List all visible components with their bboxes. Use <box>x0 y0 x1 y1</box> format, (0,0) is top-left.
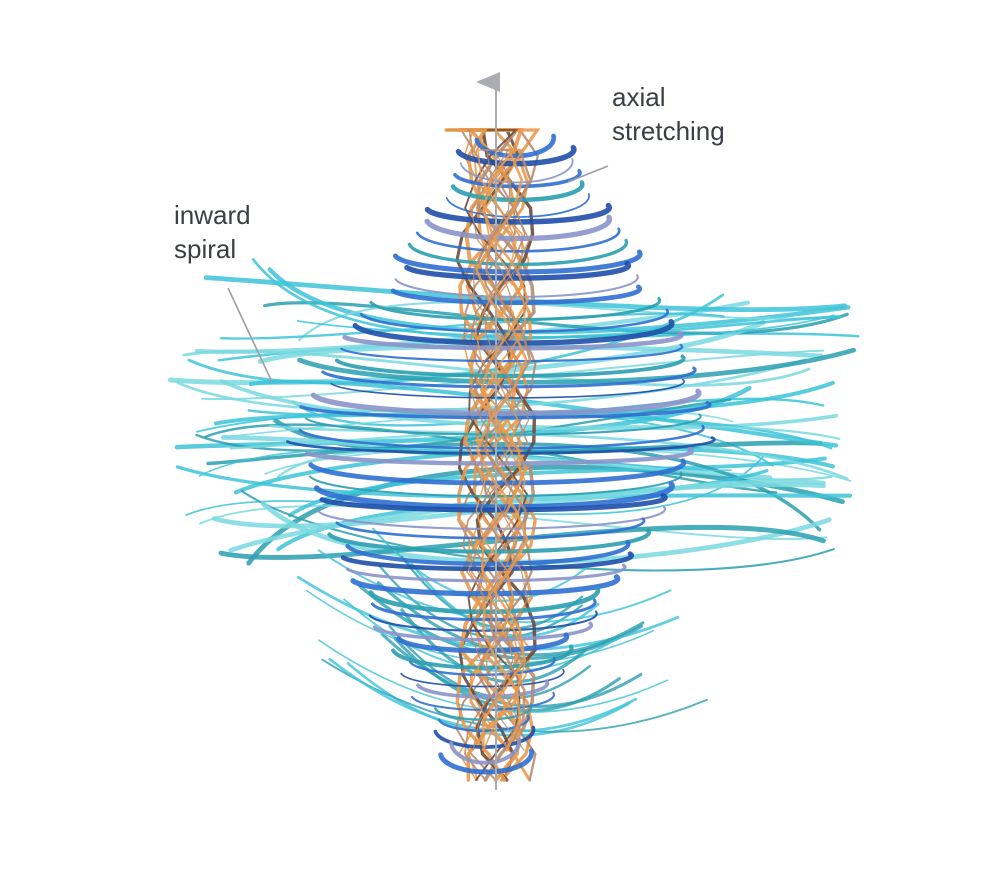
spiral-ring <box>298 424 705 450</box>
core-strand-front <box>468 149 519 751</box>
spiral-ring <box>359 308 670 333</box>
spiral-ring <box>304 447 695 466</box>
spiral-ring <box>305 413 702 436</box>
spiral-ring <box>335 517 646 540</box>
inward-label-line1: inward <box>174 200 251 230</box>
spiral-ring <box>308 458 687 486</box>
outer-streamline <box>248 379 839 448</box>
core-strand-front <box>480 149 530 751</box>
spiral-ring <box>404 260 632 281</box>
spiral-ring <box>319 493 668 513</box>
axial-label-line1: axial <box>612 82 665 112</box>
spiral-ring <box>368 586 601 615</box>
spiral-ring <box>400 668 565 688</box>
spiral-ring <box>313 481 675 510</box>
spiral-ring <box>369 296 662 322</box>
spiral-ring <box>335 354 686 378</box>
spiral-ring <box>445 193 591 218</box>
spiral-ring <box>424 202 613 225</box>
spiral-ring <box>286 436 716 455</box>
spiral-ring <box>437 714 530 732</box>
spiral-ring <box>299 401 712 420</box>
spiral-ring <box>350 574 621 597</box>
core-strand-front <box>481 149 527 751</box>
outer-streamline <box>176 358 807 412</box>
spiral-ring <box>415 227 621 253</box>
spiral-ring <box>433 725 536 749</box>
axial-label-line2: stretching <box>612 116 725 146</box>
outer-streamline <box>298 301 840 342</box>
outer-streamline <box>195 398 732 452</box>
spiral-ring <box>340 343 684 363</box>
spiral-ring <box>352 318 675 346</box>
spiral-ring <box>308 471 683 498</box>
spiral-ring <box>390 284 643 305</box>
core-strand-front <box>467 149 515 751</box>
core-strand-front <box>468 149 520 751</box>
axial-stretching-label: axial stretching <box>612 82 725 146</box>
spiral-ring <box>327 528 651 554</box>
spiral-ring <box>434 703 533 721</box>
spiral-ring <box>407 238 629 267</box>
core-strand-front <box>479 148 530 752</box>
spiral-ring <box>310 388 702 417</box>
core-strand-front <box>474 148 529 752</box>
spiral-ring <box>410 691 555 711</box>
spiral-ring <box>438 748 534 775</box>
lower-streamline <box>306 589 655 664</box>
spiral-ring <box>342 330 684 351</box>
spiral-ring <box>391 644 574 670</box>
spiral-ring <box>317 506 667 530</box>
spiral-ring <box>346 563 627 583</box>
core-streamlines-front <box>467 148 532 752</box>
inward-spiral-label: inward spiral <box>174 200 251 264</box>
outer-streamline <box>297 347 857 385</box>
spiral-ring <box>450 180 585 203</box>
lower-streamline <box>346 662 631 737</box>
spiral-ring <box>449 737 522 765</box>
outer-streamline <box>219 379 839 431</box>
spiral-ring <box>394 274 639 298</box>
spiral-ring <box>321 366 697 389</box>
inward-label-line2: spiral <box>174 234 236 264</box>
spiral-ring <box>392 249 643 275</box>
spiral-ring <box>416 679 550 699</box>
axial-leader-line <box>567 165 609 183</box>
spiral-ring <box>396 632 570 654</box>
spiral-ring <box>424 214 612 242</box>
spiral-ring <box>330 378 685 399</box>
inward-leader-line <box>227 287 273 383</box>
